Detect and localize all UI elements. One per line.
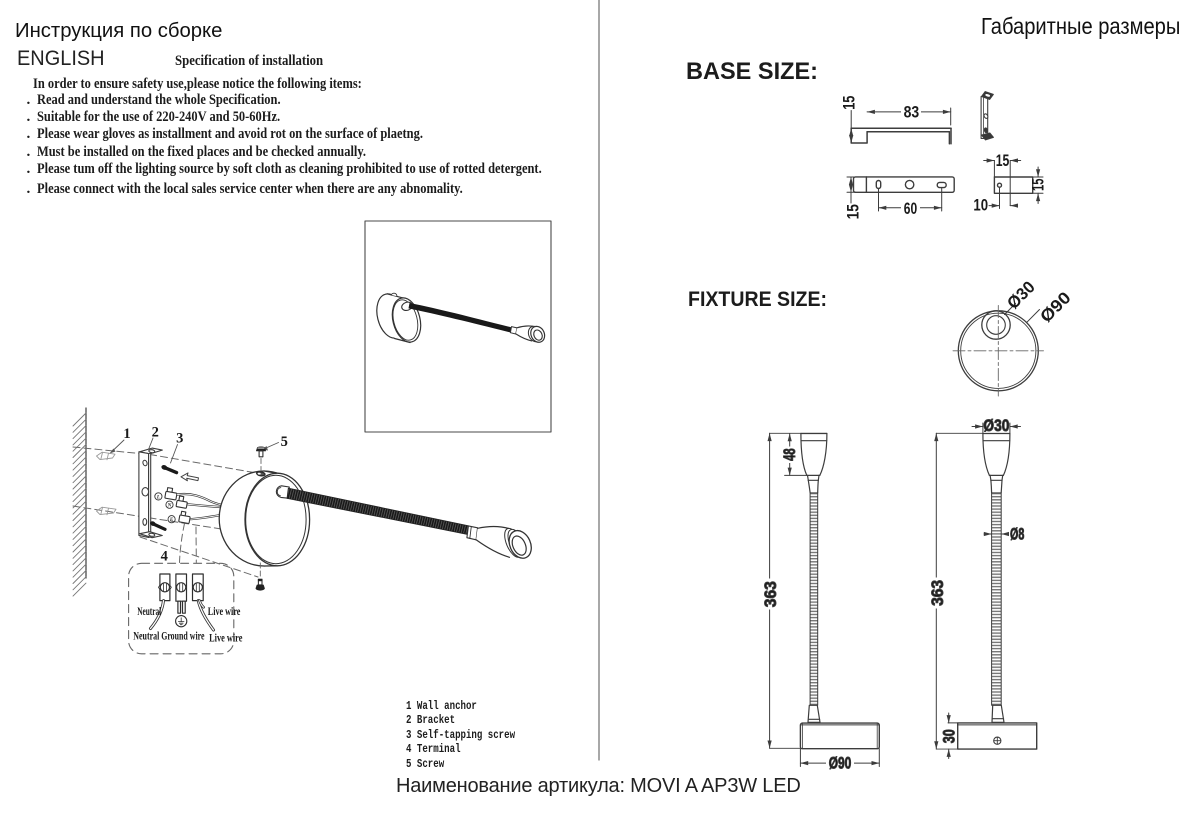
- svg-text:15: 15: [996, 151, 1010, 170]
- svg-text:2: 2: [152, 424, 159, 440]
- svg-text:Ø90: Ø90: [829, 753, 852, 772]
- svg-text:N: N: [167, 503, 173, 509]
- svg-text:Ø30: Ø30: [983, 416, 1009, 435]
- svg-text:4: 4: [161, 549, 168, 565]
- svg-text:15: 15: [1028, 179, 1047, 192]
- svg-text:Ground wire: Ground wire: [161, 631, 204, 643]
- svg-text:3: 3: [176, 430, 183, 446]
- svg-text:Live wire: Live wire: [209, 633, 242, 645]
- svg-text:Neutral: Neutral: [133, 631, 159, 643]
- svg-text:Ø30: Ø30: [1003, 277, 1038, 312]
- svg-text:30: 30: [940, 729, 959, 743]
- svg-text:Ø8: Ø8: [1010, 525, 1024, 544]
- svg-text:15: 15: [840, 96, 859, 110]
- svg-text:Ø90: Ø90: [1036, 288, 1074, 326]
- svg-text:5: 5: [281, 434, 288, 450]
- svg-text:E: E: [169, 517, 174, 523]
- svg-text:10: 10: [973, 196, 988, 215]
- svg-text:60: 60: [904, 199, 917, 218]
- svg-text:363: 363: [761, 581, 780, 607]
- svg-text:L: L: [156, 494, 161, 500]
- svg-text:1: 1: [123, 426, 130, 442]
- svg-text:Live wire: Live wire: [208, 606, 241, 618]
- svg-text:48: 48: [780, 448, 799, 461]
- svg-text:83: 83: [904, 103, 920, 122]
- svg-text:363: 363: [928, 580, 947, 606]
- svg-text:15: 15: [844, 204, 863, 219]
- svg-text:Neutral: Neutral: [137, 606, 161, 618]
